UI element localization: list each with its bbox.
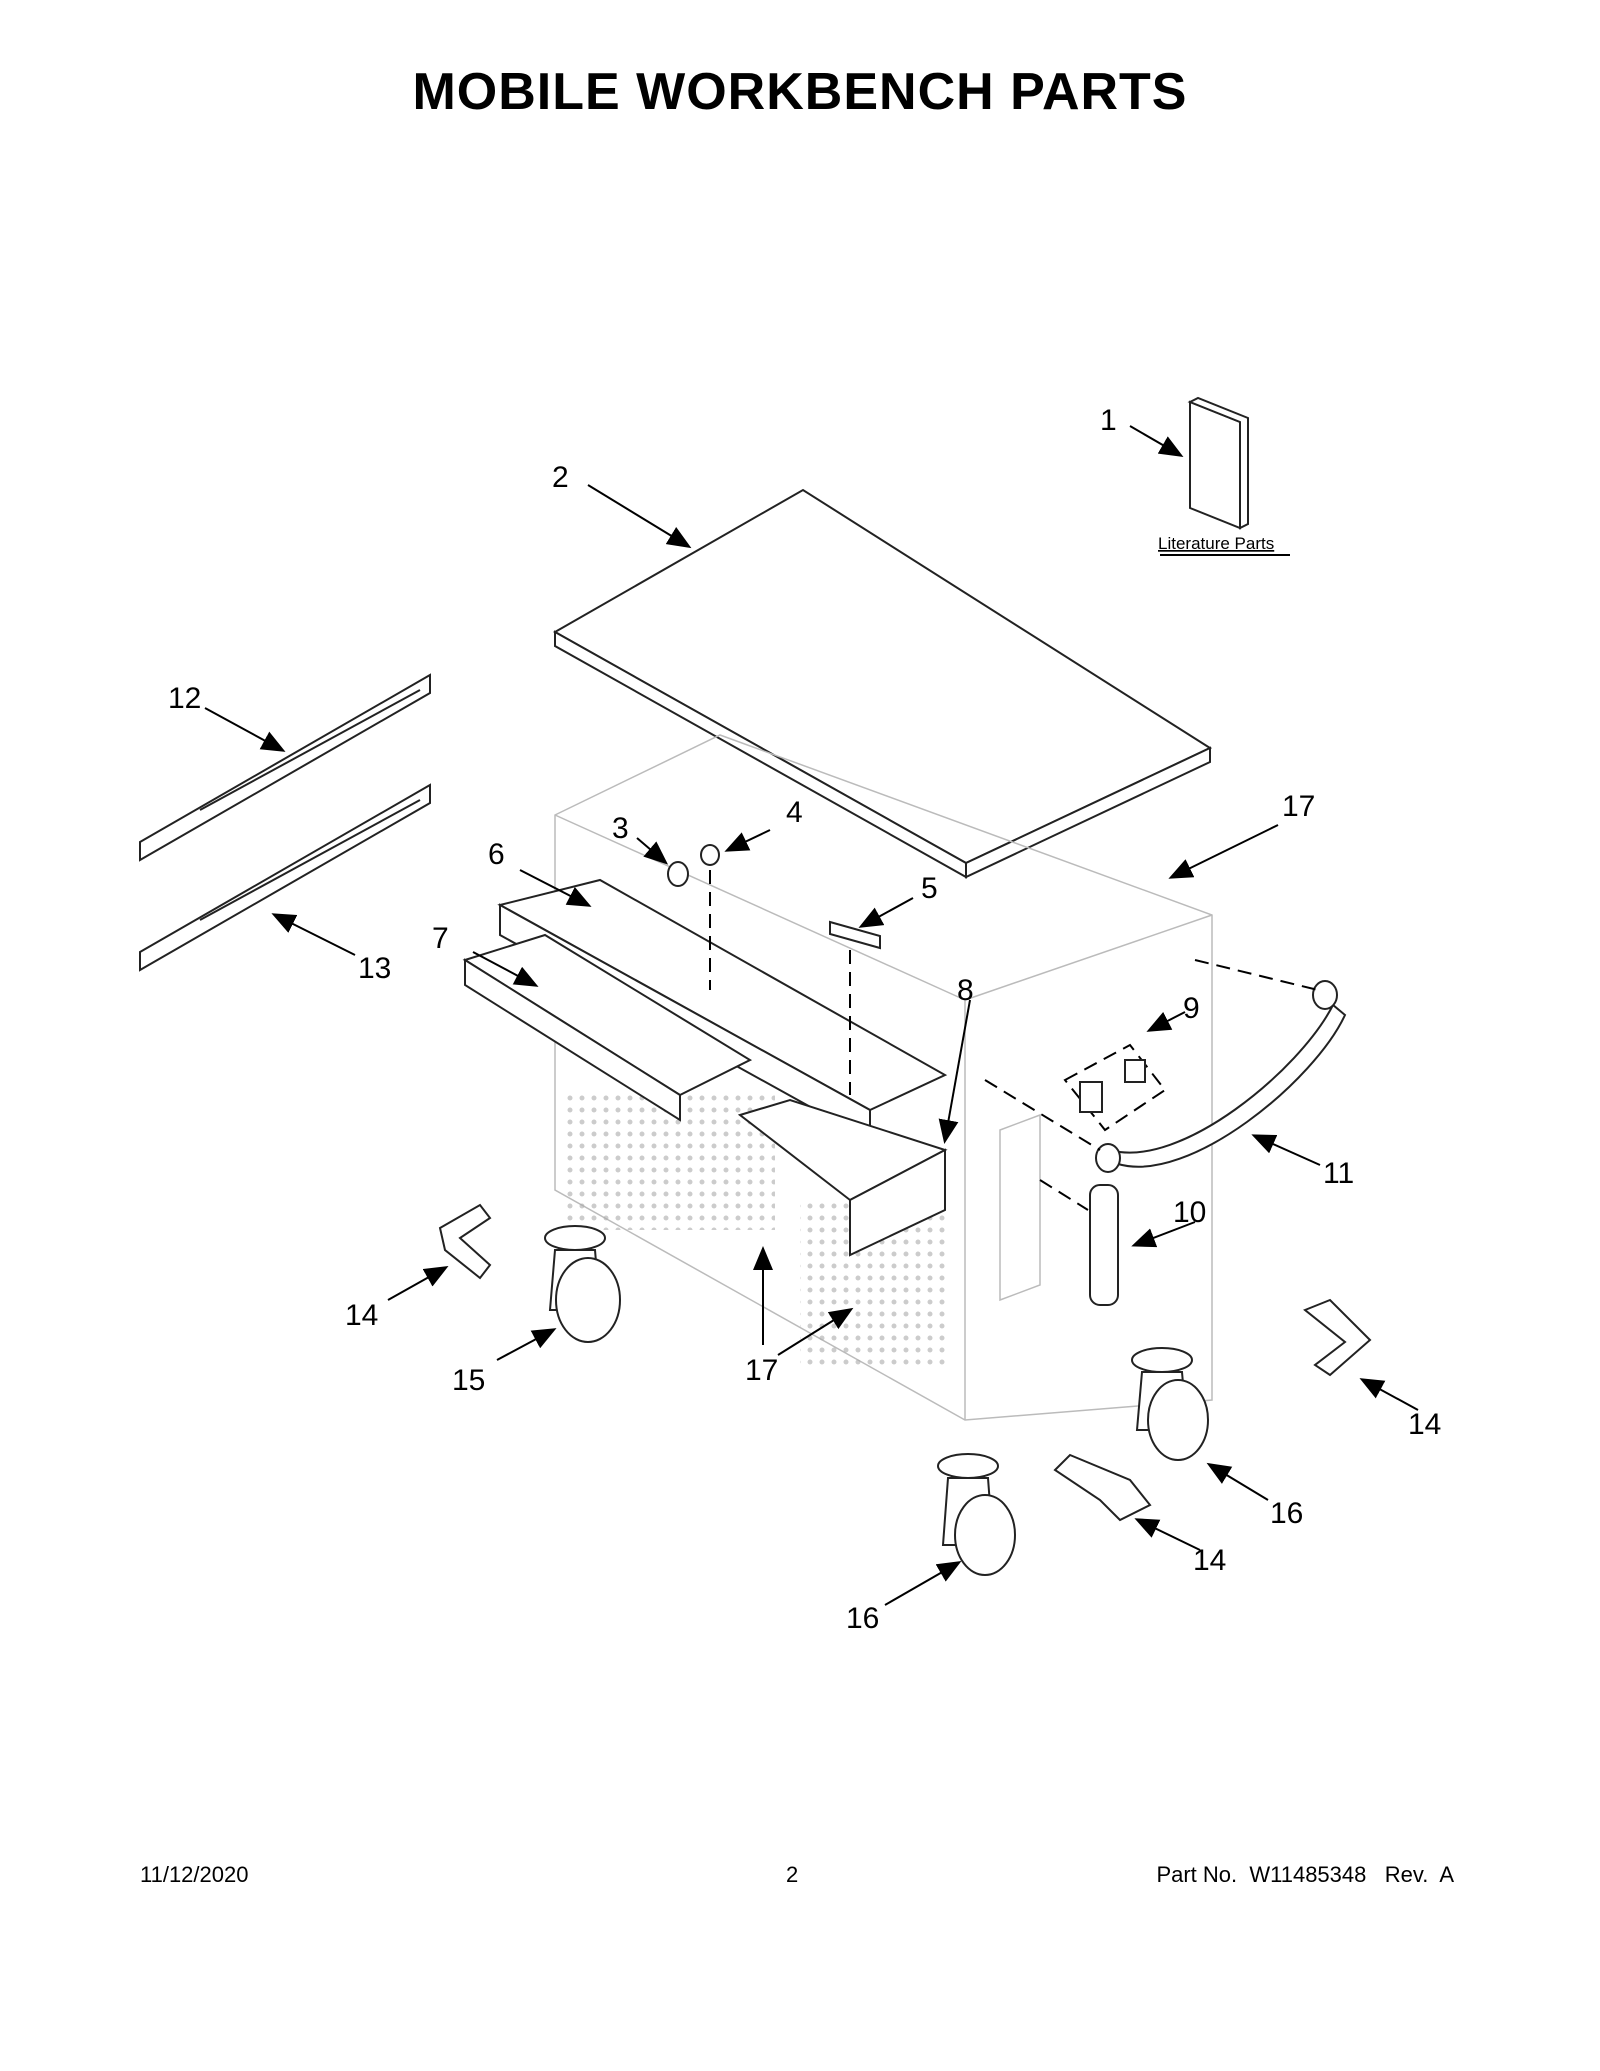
- corner-bumper: [1053, 1453, 1152, 1522]
- side-handle: [984, 959, 1347, 1173]
- corner-bumper: [438, 1203, 492, 1280]
- callout-7: 7: [432, 922, 449, 955]
- callout-17-bottom: 17: [745, 1354, 778, 1387]
- literature-booklet: [1160, 396, 1290, 556]
- leader-arrows: [204, 425, 1419, 1606]
- callout-16-bottom: 16: [846, 1602, 879, 1635]
- callout-15: 15: [452, 1364, 485, 1397]
- callout-1: 1: [1100, 404, 1117, 437]
- logo-badge: [829, 920, 881, 1095]
- callout-16-right: 16: [1270, 1497, 1303, 1530]
- knob-and-screw: [667, 844, 720, 990]
- callout-13: 13: [358, 952, 391, 985]
- callout-17-top: 17: [1282, 790, 1315, 823]
- callout-4: 4: [786, 796, 803, 829]
- callout-5: 5: [921, 872, 938, 905]
- callout-12: 12: [168, 682, 201, 715]
- cabinet-body: [554, 734, 1213, 1421]
- drawer-slide-lower: [139, 783, 431, 972]
- power-strip: [1039, 1179, 1119, 1306]
- callout-2: 2: [552, 461, 569, 494]
- caster-front-left: [544, 1225, 621, 1343]
- worktop: [552, 488, 1213, 879]
- footer-part-number: Part No. W11485348 Rev. A: [1156, 1862, 1454, 1887]
- literature-parts-label: Literature Parts: [1158, 534, 1274, 553]
- page-title: MOBILE WORKBENCH PARTS: [412, 63, 1188, 121]
- drawer-slide-upper: [139, 673, 431, 862]
- callout-10: 10: [1173, 1196, 1206, 1229]
- callout-14-left: 14: [345, 1299, 378, 1332]
- callout-9: 9: [1183, 992, 1200, 1025]
- lower-right-drawer: [737, 1098, 948, 1257]
- callout-6: 6: [488, 838, 505, 871]
- callout-14-right: 14: [1408, 1408, 1441, 1441]
- corner-bumper: [1303, 1298, 1372, 1377]
- callout-11: 11: [1323, 1157, 1354, 1190]
- footer-date: 11/12/2020: [140, 1862, 249, 1887]
- outlet-bracket: [1063, 1043, 1167, 1132]
- footer-page-number: 2: [786, 1862, 799, 1887]
- callout-3: 3: [612, 812, 629, 845]
- callout-14-bottom: 14: [1193, 1544, 1226, 1577]
- caster-rear-right: [1131, 1347, 1209, 1461]
- callout-8: 8: [957, 974, 974, 1007]
- caster-front-right: [937, 1453, 1016, 1576]
